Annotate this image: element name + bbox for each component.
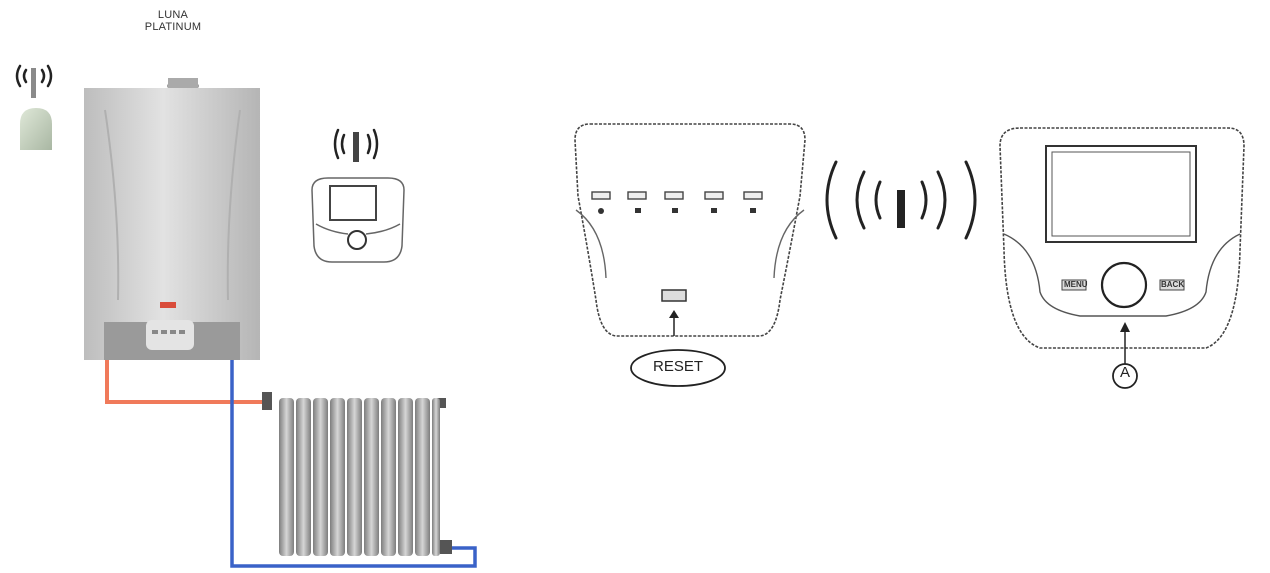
wireless-link-icon	[825, 160, 977, 240]
thermostat-right-button-label: BACK	[1161, 280, 1185, 289]
thermostat-wireless-icon	[333, 128, 379, 162]
thermostat-icon	[999, 127, 1245, 389]
outdoor-sensor-icon	[20, 108, 52, 150]
boiler-icon	[84, 78, 260, 360]
reset-label: RESET	[652, 358, 703, 375]
marker-a-label: A	[1119, 364, 1130, 381]
product-name: LUNA PLATINUM	[118, 9, 228, 33]
thermostat-left-button-label: MENU	[1064, 280, 1088, 289]
small-thermostat-icon	[311, 177, 405, 263]
return-pipe	[230, 360, 477, 568]
radiator-icon	[262, 392, 452, 556]
product-name-line2: PLATINUM	[144, 21, 202, 33]
product-name-line1: LUNA	[157, 9, 189, 21]
flow-pipe	[105, 360, 272, 404]
receiver-icon	[574, 123, 806, 387]
wireless-signal-icon	[15, 64, 53, 98]
